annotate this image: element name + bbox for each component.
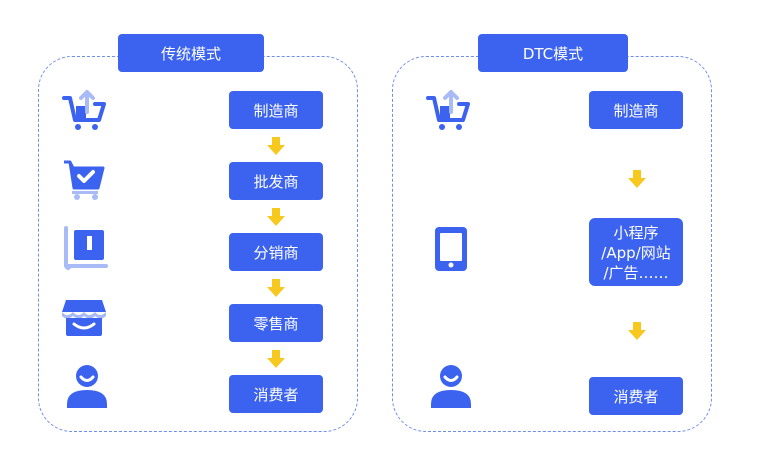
trad-node-consumer: 消费者 [229,375,323,413]
cart-upload-icon [424,86,472,134]
down-arrow-icon [266,207,286,227]
warehouse-cart-icon [60,224,108,272]
dtc-panel-title: DTC模式 [478,34,628,72]
dtc-node-manufacturer: 制造商 [589,91,683,129]
storefront-icon [60,294,108,342]
down-arrow-icon [266,136,286,156]
trad-node-retailer: 零售商 [229,304,323,342]
dtc-node-consumer: 消费者 [589,377,683,415]
trad-node-distributor: 分销商 [229,233,323,271]
cart-check-icon [60,154,108,202]
dtc-node-channels: 小程序 /App/网站 /广告…… [589,218,683,286]
trad-node-wholesaler: 批发商 [229,162,323,200]
user-icon [63,362,111,410]
user-icon [427,362,475,410]
cart-upload-icon [60,86,108,134]
traditional-panel-title: 传统模式 [118,34,264,72]
down-arrow-icon [266,278,286,298]
phone-icon [427,225,475,273]
down-arrow-icon [627,321,647,341]
down-arrow-icon [266,349,286,369]
trad-node-manufacturer: 制造商 [229,91,323,129]
down-arrow-icon [627,169,647,189]
